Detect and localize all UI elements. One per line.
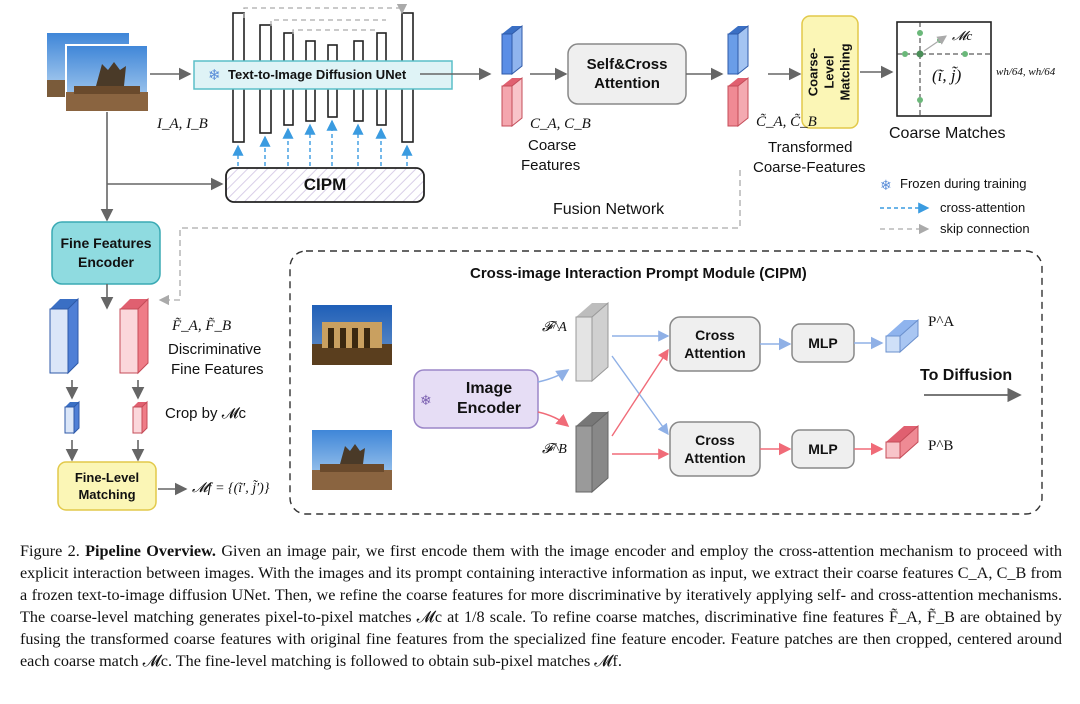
snowflake-icon: ❄ (208, 67, 221, 84)
fa-prism (575, 301, 609, 383)
coarse-features-prisms (501, 24, 523, 128)
fa-label: 𝓕^A (542, 320, 567, 335)
cross-attention-label-b: Cross Attention (684, 432, 746, 466)
fb-prism (575, 410, 609, 494)
mlp-label-b: MLP (808, 441, 838, 457)
fine-matching-box (57, 461, 157, 511)
legend-snowflake-icon: ❄ (880, 177, 892, 193)
cropped-prisms (64, 400, 148, 435)
unet-label-box (193, 60, 453, 90)
image-encoder-box (413, 369, 539, 429)
coarse-matching-label: Coarse-Level Matching (806, 43, 853, 101)
coarse-matching-label-wrap: Coarse-Level Matching (802, 16, 858, 128)
ij-label: (ĩ, j̃) (932, 66, 962, 85)
crop-label: Crop by 𝓜c (165, 405, 246, 422)
scale-label: wh/64, wh/64 (996, 66, 1056, 78)
transformed-features-label-line2: Coarse-Features (753, 159, 866, 176)
fb-label: 𝓕^B (542, 442, 567, 457)
figure-caption: Figure 2. Pipeline Overview. Given an im… (20, 540, 1062, 672)
to-diffusion-label: To Diffusion (920, 367, 1013, 384)
cipm-bar (225, 167, 425, 203)
fine-features-prisms (49, 297, 149, 375)
fine-encoder-label: Fine Features Encoder (60, 235, 152, 270)
cross-attention-arrows (232, 119, 413, 166)
self-cross-attention-label: Self&Cross Attention (586, 56, 668, 92)
fine-matching-label: Fine-Level Matching (74, 470, 140, 502)
pa-prism (885, 318, 919, 354)
coarse-matching-box (801, 15, 859, 129)
fine-features-symbol: F̃_A, F̃_B (172, 318, 232, 334)
legend-skip-label: skip connection (940, 221, 1030, 236)
coarse-features-symbol: C_A, C_B (530, 116, 591, 132)
fine-features-label-line2: Fine Features (171, 361, 264, 378)
pb-label: P^B (928, 438, 954, 454)
coarse-features-label-line2: Features (521, 157, 581, 174)
mf-label: 𝓜f = {(ĩ′, j̃′)} (192, 481, 270, 496)
coarse-matches-grid (896, 21, 992, 117)
pa-label: P^A (928, 314, 955, 330)
cipm-image-a (312, 305, 392, 365)
fusion-network-label: Fusion Network (553, 201, 665, 218)
cross-attention-label-a: Cross Attention (684, 327, 746, 361)
image-encoder-snowflake-icon: ❄ (420, 392, 432, 408)
cipm-title: Cross-image Interaction Prompt Module (C… (470, 265, 807, 282)
cipm-image-b (312, 430, 392, 490)
transformed-features-label-line1: Transformed (768, 139, 853, 156)
input-image-pair (47, 33, 149, 112)
caption-body: Given an image pair, we first encode the… (20, 542, 1063, 670)
coarse-matches-label: Coarse Matches (889, 125, 1006, 142)
caption-figure-label: Figure 2. (20, 542, 80, 560)
pipeline-diagram-svg: ❄ (47, 3, 1043, 515)
legend-frozen-label: Frozen during training (900, 176, 1027, 191)
unet-label: Text-to-Image Diffusion UNet (228, 67, 407, 82)
transformed-features-symbol: C̃_A, C̃_B (756, 114, 817, 130)
image-encoder-label: Image Encoder (456, 380, 521, 417)
pb-prism (885, 424, 919, 460)
cipm-panel (289, 250, 1043, 515)
mlp-label-a: MLP (808, 335, 838, 351)
fine-encoder-box (51, 221, 161, 285)
mc-label: 𝓜c (952, 28, 973, 43)
fine-features-label-line1: Discriminative (168, 341, 262, 358)
caption-title: Pipeline Overview. (85, 542, 216, 560)
input-images-label: I_A, I_B (157, 116, 208, 132)
cipm-bar-label: CIPM (303, 175, 347, 194)
legend-cross-label: cross-attention (940, 200, 1026, 215)
transformed-features-prisms (727, 24, 749, 128)
pipeline-figure: ❄ (47, 3, 1056, 515)
coarse-features-label-line1: Coarse (528, 137, 577, 154)
